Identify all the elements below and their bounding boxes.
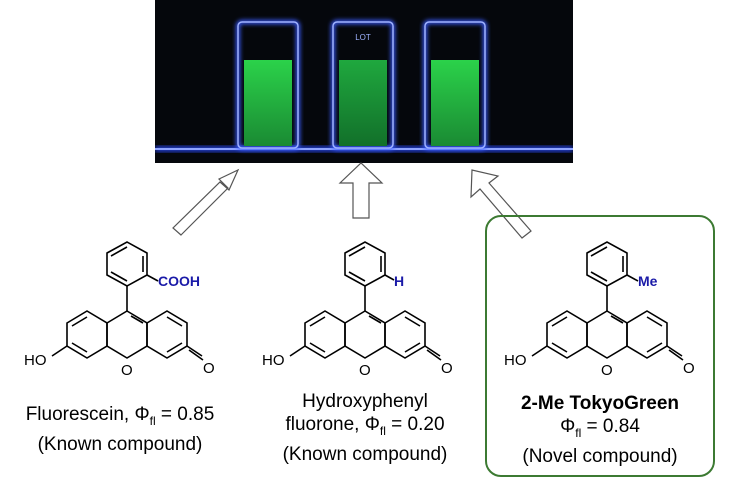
cuvette-lot-label: LOT	[355, 33, 371, 42]
compound-name-line: 2-Me TokyoGreen	[520, 393, 680, 414]
hydroxyl-label: HO	[24, 352, 47, 369]
arrow-fluorescein	[172, 168, 240, 236]
compound-note: (Known compound)	[282, 443, 448, 465]
caption-hydroxyphenyl-fluorone: Hydroxyphenyl fluorone, Φfl = 0.20 (Know…	[250, 390, 480, 466]
structure-fluorescein: COOH HO O O	[24, 241, 215, 379]
compound-note: (Novel compound)	[522, 445, 678, 467]
substituent-label: Me	[638, 273, 658, 289]
substituent-label: COOH	[158, 273, 200, 289]
hydroxyl-label: HO	[504, 352, 527, 369]
arrow-2-me-tokyogreen	[470, 169, 532, 239]
structure-2-me-tokyogreen: Me HO O O	[504, 241, 695, 379]
cuvette-2-me-tokyogreen	[423, 20, 487, 150]
ring-oxygen-label: O	[121, 362, 133, 379]
caption-fluorescein: Fluorescein, Φfl = 0.85 (Known compound)	[0, 403, 240, 456]
novel-compound-highlight	[485, 215, 715, 477]
structure-hydroxyphenyl-fluorone: H HO O O	[262, 241, 453, 379]
hydroxyl-label: HO	[262, 352, 285, 369]
keto-oxygen-label: O	[683, 360, 695, 377]
compound-note: (Known compound)	[37, 433, 203, 455]
quantum-yield-line: Φfl = 0.84	[560, 416, 640, 440]
keto-oxygen-label: O	[203, 360, 215, 377]
compound-name-line-2: fluorone, Φfl = 0.20	[285, 414, 445, 438]
substituent-label: H	[394, 273, 404, 289]
compound-name-line: Fluorescein, Φfl = 0.85	[25, 404, 215, 428]
cuvette-photo: LOT	[155, 0, 573, 163]
keto-oxygen-label: O	[441, 360, 453, 377]
compound-name-line: Hydroxyphenyl	[302, 391, 428, 412]
cuvette-fluorescein	[236, 20, 300, 150]
ring-oxygen-label: O	[601, 362, 613, 379]
cuvette-hydroxyphenyl-fluorone: LOT	[331, 20, 395, 150]
ring-oxygen-label: O	[359, 362, 371, 379]
caption-2-me-tokyogreen: 2-Me TokyoGreen Φfl = 0.84 (Novel compou…	[487, 392, 713, 468]
arrow-hydroxyphenyl-fluorone	[338, 162, 384, 219]
